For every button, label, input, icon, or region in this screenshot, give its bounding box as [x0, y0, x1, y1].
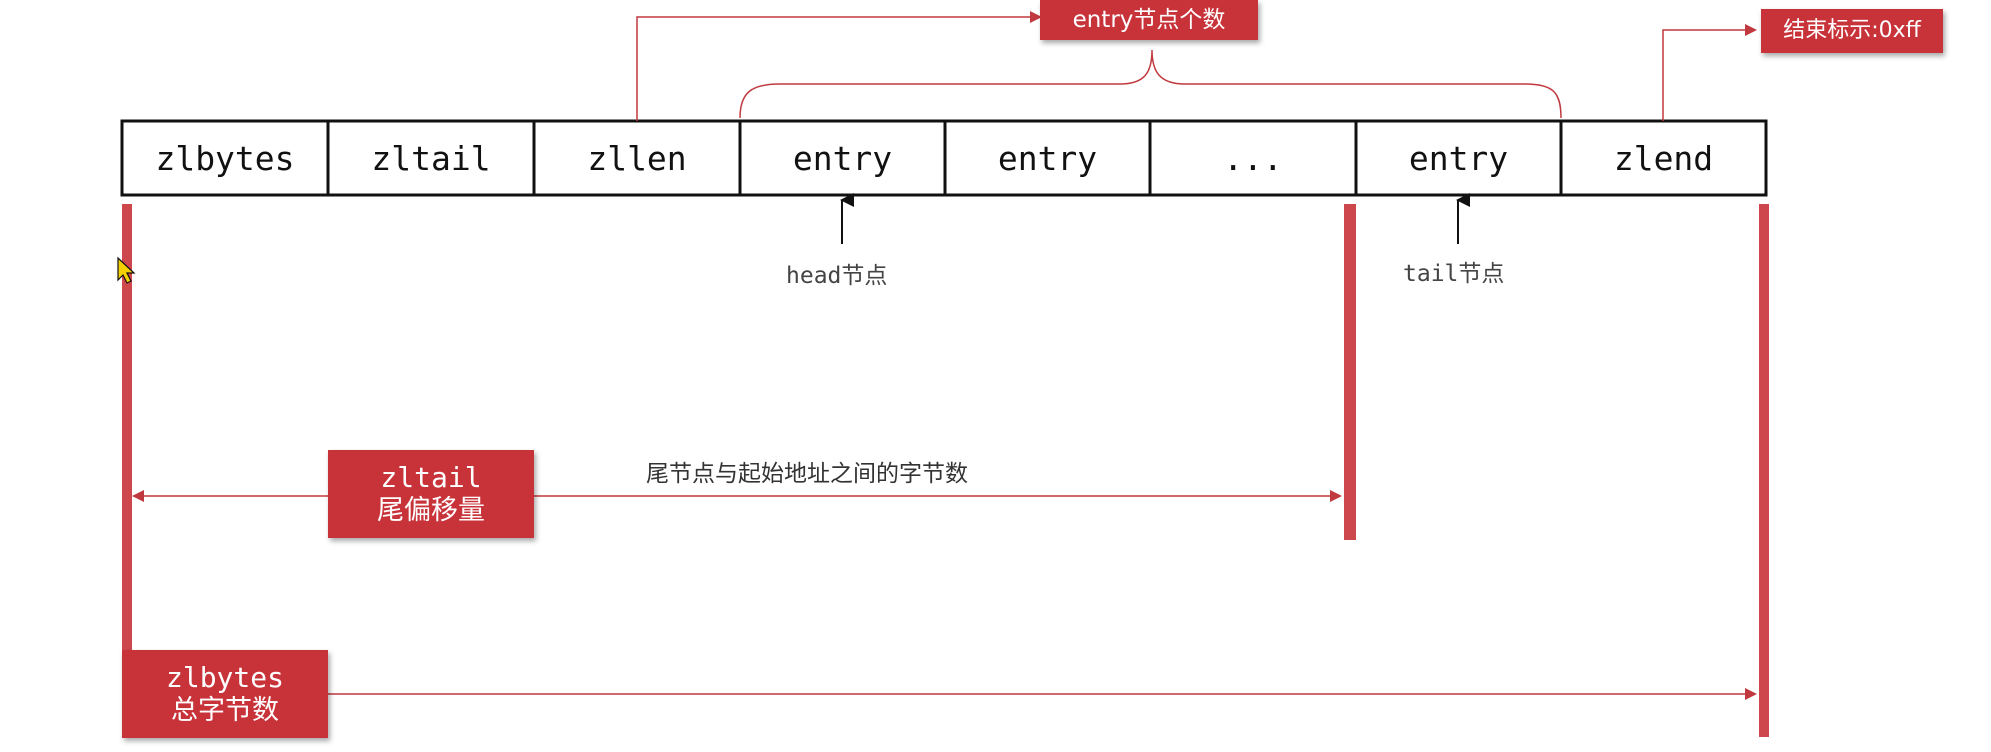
tail-node-label: tail节点: [1403, 261, 1505, 287]
mouse-cursor-icon: [117, 256, 136, 284]
entries-brace: [739, 49, 1562, 119]
cell-zltail: zltail: [371, 138, 491, 178]
cell-ellipsis: ...: [1223, 138, 1283, 178]
end-address-bar: [1759, 204, 1769, 737]
end-marker-callout: 结束标示:0xff: [1761, 9, 1943, 53]
zltail-callout-subtitle: 尾偏移量: [377, 494, 485, 526]
cell-entry-head: entry: [792, 138, 893, 178]
zltail-span-label: 尾节点与起始地址之间的字节数: [646, 461, 968, 487]
start-address-bar: [122, 204, 132, 659]
head-node-label: head节点: [786, 263, 888, 289]
cell-zlbytes: zlbytes: [155, 138, 295, 178]
zlbytes-callout-subtitle: 总字节数: [171, 694, 279, 726]
cell-zllen: zllen: [587, 138, 687, 178]
cell-zlend: zlend: [1613, 138, 1714, 178]
entry-count-callout: entry节点个数: [1040, 0, 1258, 40]
zlbytes-callout: zlbytes 总字节数: [122, 650, 328, 738]
zlbytes-callout-title: zlbytes: [165, 661, 284, 695]
zltail-callout: zltail 尾偏移量: [328, 450, 534, 538]
cell-entry-tail: entry: [1408, 138, 1509, 178]
zltail-callout-title: zltail: [380, 461, 482, 495]
tail-offset-bar: [1344, 204, 1356, 540]
zllen-connector: [636, 11, 1042, 121]
zlend-connector: [1662, 24, 1757, 121]
cell-entry: entry: [997, 138, 1098, 178]
